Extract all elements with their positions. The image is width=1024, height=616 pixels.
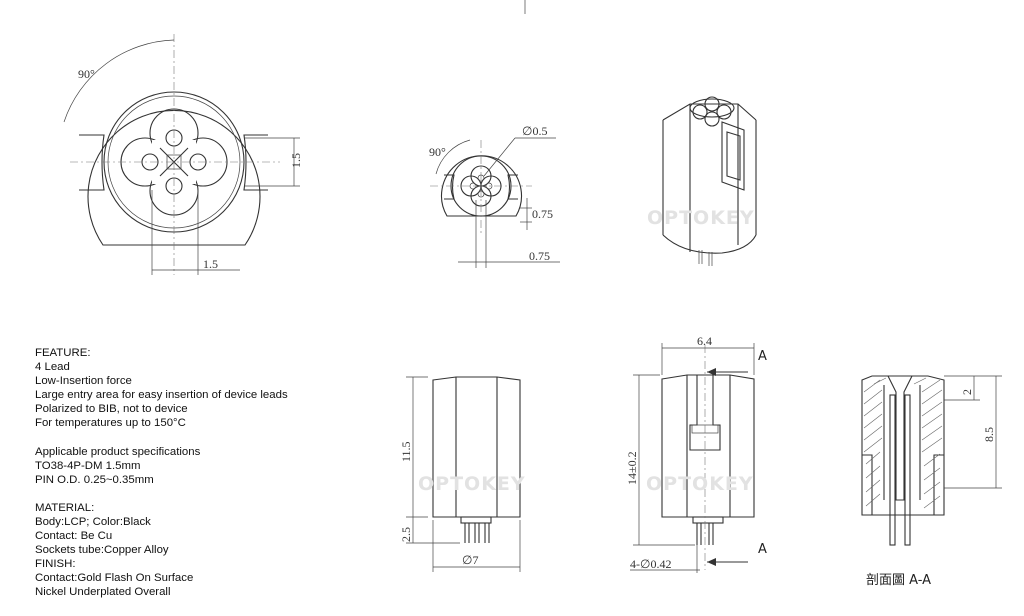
material-item: Sockets tube:Copper Alloy <box>35 544 169 557</box>
top-view-large: 90° 1.5 1.5 <box>63 34 303 275</box>
section-marker-top: A <box>758 349 767 364</box>
feature-item: For temperatures up to 150°C <box>35 417 186 430</box>
section-depth-label: 8.5 <box>982 427 996 442</box>
finish-item: Contact:Gold Flash On Surface <box>35 572 194 585</box>
spec-text-block: FEATURE: 4 Lead Low-Insertion force Larg… <box>35 346 288 600</box>
small-view-gap1-label: 0.75 <box>532 207 553 221</box>
feature-title: FEATURE: <box>35 347 91 359</box>
top-view-height-label: 1.5 <box>289 153 303 168</box>
section-marker-bottom: A <box>758 542 767 557</box>
front-pin-length-label: 2.5 <box>399 527 413 542</box>
side-width-label: 6.4 <box>697 334 712 348</box>
finish-title: FINISH: <box>35 558 76 571</box>
front-diameter-label: ∅7 <box>462 553 478 567</box>
applicable-item: PIN O.D. 0.25~0.35mm <box>35 473 154 486</box>
section-top-depth-label: 2 <box>960 389 974 395</box>
side-view: 6.4 14±0.2 A A 4-∅0.42 <box>625 334 767 573</box>
finish-item: Nickel Underplated Overall <box>35 586 171 599</box>
watermark: OPTOKEY <box>418 473 526 495</box>
material-item: Contact: Be Cu <box>35 530 113 543</box>
feature-item: Polarized to BIB, not to device <box>35 403 188 416</box>
applicable-title: Applicable product specifications <box>35 445 201 458</box>
isometric-view <box>662 96 757 266</box>
front-body-height-label: 11.5 <box>399 441 413 462</box>
watermark: OPTOKEY <box>646 473 754 495</box>
side-pins-label: 4-∅0.42 <box>630 557 671 571</box>
front-view: 11.5 2.5 ∅7 <box>399 376 521 572</box>
top-view-angle-label: 90° <box>78 67 95 81</box>
material-title: MATERIAL: <box>35 501 95 514</box>
side-height-label: 14±0.2 <box>625 451 639 485</box>
section-label: 剖面圖 A-A <box>866 573 931 588</box>
feature-item: Low-Insertion force <box>35 375 132 388</box>
watermark: OPTOKEY <box>647 207 755 229</box>
applicable-item: TO38-4P-DM 1.5mm <box>35 459 141 472</box>
section-hatching <box>863 377 943 509</box>
feature-item: 4 Lead <box>35 361 70 374</box>
top-view-small: 90° ∅0.5 0.75 0.75 <box>429 124 560 268</box>
top-view-width-label: 1.5 <box>203 257 218 271</box>
material-item: Body:LCP; Color:Black <box>35 515 151 528</box>
feature-item: Large entry area for easy insertion of d… <box>35 389 288 402</box>
section-view: 2 8.5 剖面圖 A-A <box>861 375 1002 588</box>
small-view-angle-label: 90° <box>429 145 446 159</box>
small-view-hole-label: ∅0.5 <box>522 124 547 138</box>
small-view-gap2-label: 0.75 <box>529 249 550 263</box>
